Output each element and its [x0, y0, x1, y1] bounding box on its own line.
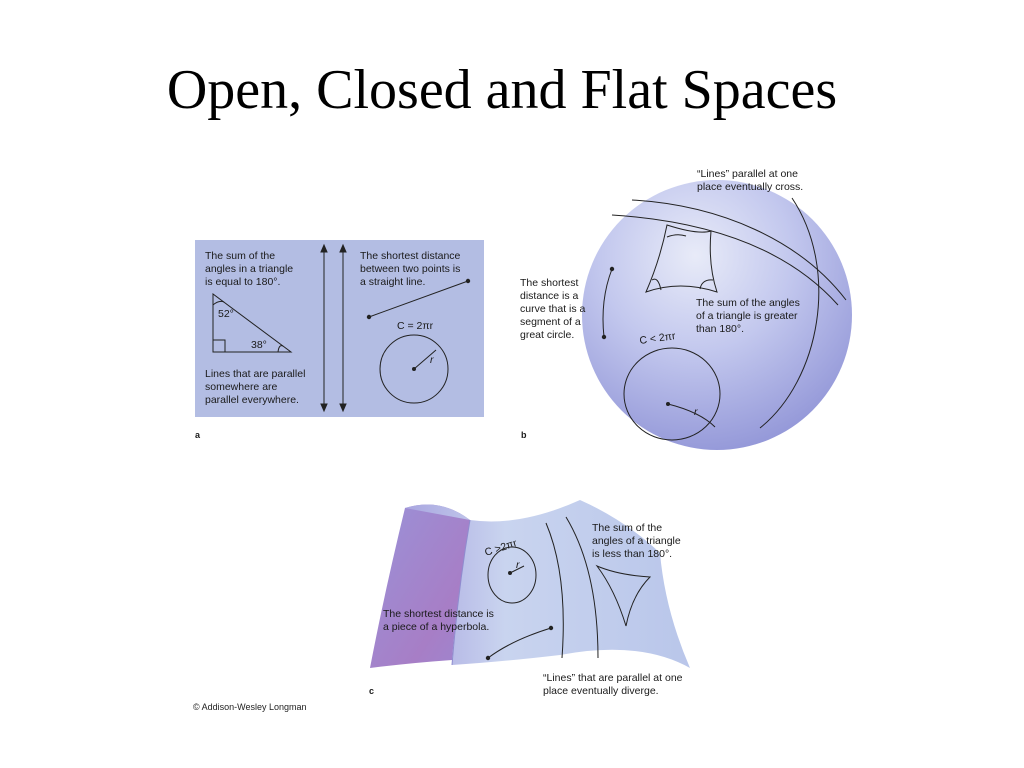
open-space-panel: C >2πr r The sum of the angles of a tria…: [369, 500, 690, 697]
converging-lines: [611, 199, 847, 306]
sphere-triangle-text-3: than 180°.: [696, 323, 744, 335]
geodesic-curve: [601, 266, 615, 340]
hyperbola-segment: [485, 625, 554, 661]
sphere-distance-text-4: segment of a: [520, 316, 581, 328]
saddle-triangle-text-1: The sum of the: [592, 522, 662, 534]
sphere: [582, 180, 852, 450]
hyperbolic-circle: [487, 546, 537, 604]
diverging-lines: [545, 516, 599, 659]
flat-parallel-text-1: Lines that are parallel: [205, 368, 305, 380]
flat-space-panel: The sum of the angles in a triangle is e…: [195, 240, 484, 440]
flat-circumference-label: C = 2πr: [397, 320, 434, 332]
saddle-lines-text-2: place eventually diverge.: [543, 685, 659, 697]
sphere-distance-text-3: curve that is a: [520, 303, 586, 315]
panel-a-letter: a: [195, 430, 201, 440]
flat-circle: [379, 334, 449, 404]
sphere-triangle-text-1: The sum of the angles: [696, 297, 800, 309]
sphere-triangle-text-2: of a triangle is greater: [696, 310, 798, 322]
sphere-radius-label: r: [694, 406, 698, 418]
saddle-radius-label: r: [516, 559, 520, 571]
saddle-side: [370, 504, 470, 668]
parallel-lines: [320, 243, 347, 413]
sphere-distance-text-1: The shortest: [520, 277, 578, 289]
saddle-distance-text-1: The shortest distance is: [383, 608, 494, 620]
saddle-distance-text-2: a piece of a hyperbola.: [383, 621, 489, 633]
straight-line-segment: [366, 278, 471, 320]
flat-parallel-text-2: somewhere are: [205, 381, 278, 393]
right-angle-marker: [212, 339, 226, 353]
flat-distance-text-2: between two points is: [360, 263, 460, 275]
flat-distance-text-1: The shortest distance: [360, 250, 461, 262]
sphere-distance-text-2: distance is a: [520, 290, 579, 302]
hyperbolic-triangle: [595, 564, 652, 627]
panel-c-letter: c: [369, 686, 374, 696]
saddle-triangle-text-2: angles of a triangle: [592, 535, 681, 547]
flat-distance-text-3: a straight line.: [360, 276, 425, 288]
panel-b-letter: b: [521, 430, 527, 440]
right-triangle: [212, 293, 293, 353]
flat-triangle-text-2: angles in a triangle: [205, 263, 293, 275]
slide-title: Open, Closed and Flat Spaces: [166, 59, 838, 121]
spherical-circle: [623, 347, 721, 441]
flat-radius-label: r: [430, 354, 434, 366]
closed-space-panel: C < 2πr r “Lines” parallel at one place …: [520, 168, 852, 450]
sphere-distance-text-5: great circle.: [520, 329, 574, 341]
sphere-circumference-label: C < 2πr: [639, 330, 677, 347]
angle-52-label: 52°: [218, 308, 234, 320]
flat-triangle-text-1: The sum of the: [205, 250, 275, 262]
flat-parallel-text-3: parallel everywhere.: [205, 394, 299, 406]
great-circle-line: [759, 197, 820, 429]
spherical-triangle: [645, 224, 718, 293]
flat-triangle-text-3: is equal to 180°.: [205, 276, 280, 288]
sphere-lines-text-2: place eventually cross.: [697, 181, 803, 193]
saddle-lines-text-1: “Lines” that are parallel at one: [543, 672, 683, 684]
angle-38-label: 38°: [251, 339, 267, 351]
saddle-surface: [405, 500, 690, 668]
saddle-triangle-text-3: is less than 180°.: [592, 548, 672, 560]
copyright-notice: © Addison-Wesley Longman: [193, 702, 307, 712]
sphere-lines-text-1: “Lines” parallel at one: [697, 168, 798, 180]
flat-space-background: [195, 240, 484, 417]
